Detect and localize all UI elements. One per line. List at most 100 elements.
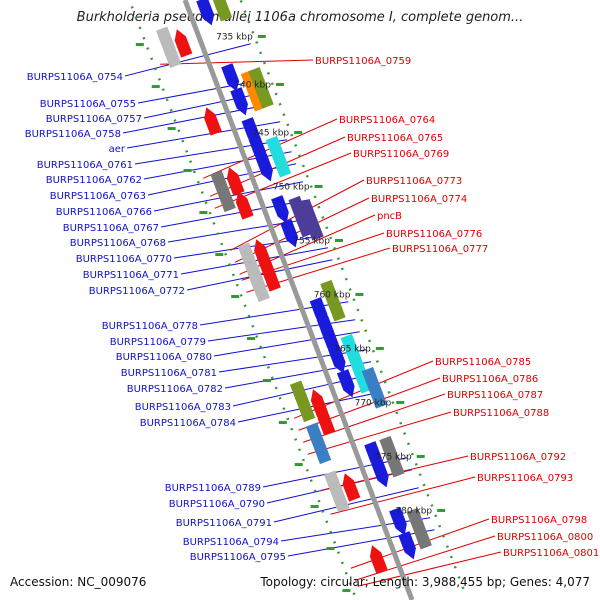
gene-label-left[interactable]: BURPS1106A_0767 <box>63 223 159 234</box>
gene-arrow[interactable] <box>230 87 251 117</box>
gene-label-left[interactable]: BURPS1106A_0762 <box>46 175 142 186</box>
gene-label-left[interactable]: BURPS1106A_0771 <box>83 270 179 281</box>
gene-label-left[interactable]: BURPS1106A_0766 <box>56 207 152 218</box>
gene-arrow[interactable] <box>260 261 281 292</box>
gene-arrow[interactable] <box>271 195 292 225</box>
gene-feature[interactable] <box>265 135 292 178</box>
gene-feature[interactable] <box>289 380 316 423</box>
gene-label-right[interactable]: pncB <box>377 211 402 222</box>
gene-label-right[interactable]: BURPS1106A_0786 <box>442 374 538 385</box>
gene-feature[interactable] <box>327 345 349 375</box>
gene-block[interactable] <box>305 422 332 465</box>
gene-arrow[interactable] <box>370 459 392 489</box>
gene-arrow[interactable] <box>307 387 329 418</box>
gene-block[interactable] <box>361 367 388 409</box>
gene-block[interactable] <box>248 67 274 109</box>
gene-label-left[interactable]: BURPS1106A_0770 <box>76 254 172 265</box>
gene-label-right[interactable]: BURPS1106A_0788 <box>453 408 549 419</box>
gene-block[interactable] <box>265 135 292 178</box>
gene-label-left[interactable]: BURPS1106A_0782 <box>127 384 223 395</box>
gene-feature[interactable] <box>271 195 292 225</box>
gene-label-left[interactable]: BURPS1106A_0768 <box>70 238 166 249</box>
gene-label-right[interactable]: BURPS1106A_0765 <box>347 133 443 144</box>
gene-feature[interactable] <box>196 0 217 28</box>
gene-feature[interactable] <box>370 459 392 489</box>
gene-label-right[interactable]: BURPS1106A_0800 <box>497 532 593 543</box>
gene-feature[interactable] <box>156 26 182 69</box>
gene-label-left[interactable]: aer <box>109 144 126 155</box>
gene-feature[interactable] <box>201 105 222 136</box>
gene-block[interactable] <box>206 0 233 22</box>
gene-label-left[interactable]: BURPS1106A_0779 <box>110 337 206 348</box>
gene-feature[interactable] <box>336 369 358 399</box>
gene-label-left[interactable]: BURPS1106A_0763 <box>50 191 146 202</box>
gene-feature[interactable] <box>260 261 281 292</box>
gene-arrow[interactable] <box>314 405 336 436</box>
gene-arrow[interactable] <box>339 471 361 502</box>
gene-label-left[interactable]: BURPS1106A_0783 <box>135 402 231 413</box>
gene-feature[interactable] <box>314 405 336 436</box>
gene-block[interactable] <box>156 26 182 69</box>
gene-label-right[interactable]: BURPS1106A_0793 <box>477 473 573 484</box>
gene-label-right[interactable]: BURPS1106A_0764 <box>339 115 435 126</box>
gene-feature[interactable] <box>406 507 432 550</box>
gene-label-left[interactable]: BURPS1106A_0795 <box>190 552 286 563</box>
gene-arrow[interactable] <box>336 369 358 399</box>
gene-feature[interactable] <box>379 435 405 478</box>
gene-block[interactable] <box>244 260 270 303</box>
gene-feature[interactable] <box>305 422 332 465</box>
gene-arrow[interactable] <box>201 105 222 136</box>
gene-feature[interactable] <box>320 279 346 322</box>
gene-block[interactable] <box>210 170 236 213</box>
gene-arrow[interactable] <box>280 219 301 249</box>
gene-block[interactable] <box>298 199 324 241</box>
gene-label-left[interactable]: BURPS1106A_0790 <box>169 499 265 510</box>
gene-label-right[interactable]: BURPS1106A_0777 <box>392 244 488 255</box>
gene-block[interactable] <box>406 507 432 550</box>
gene-label-right[interactable]: BURPS1106A_0801 <box>503 548 599 559</box>
gene-feature[interactable] <box>323 470 350 513</box>
gene-feature[interactable] <box>230 87 251 117</box>
gene-label-right[interactable]: BURPS1106A_0798 <box>491 515 587 526</box>
gene-arrow[interactable] <box>171 27 193 58</box>
gene-label-left[interactable]: BURPS1106A_0781 <box>121 368 217 379</box>
gene-feature[interactable] <box>366 543 388 574</box>
gene-feature[interactable] <box>361 367 388 409</box>
gene-label-left[interactable]: BURPS1106A_0761 <box>37 160 133 171</box>
gene-feature[interactable] <box>248 67 274 109</box>
gene-label-right[interactable]: BURPS1106A_0774 <box>371 194 467 205</box>
gene-label-left[interactable]: BURPS1106A_0757 <box>46 114 142 125</box>
gene-label-left[interactable]: BURPS1106A_0772 <box>89 286 185 297</box>
gene-label-left[interactable]: BURPS1106A_0794 <box>183 537 279 548</box>
gene-feature[interactable] <box>244 260 270 303</box>
gene-feature[interactable] <box>280 219 301 249</box>
gene-label-left[interactable]: BURPS1106A_0755 <box>40 99 136 110</box>
gene-block[interactable] <box>323 470 350 513</box>
gene-label-right[interactable]: BURPS1106A_0769 <box>353 149 449 160</box>
gene-arrow[interactable] <box>233 189 254 220</box>
gene-arrow[interactable] <box>223 165 245 196</box>
gene-feature[interactable] <box>206 0 233 22</box>
gene-label-left[interactable]: BURPS1106A_0784 <box>140 418 236 429</box>
gene-label-left[interactable]: BURPS1106A_0791 <box>176 518 272 529</box>
gene-label-right[interactable]: BURPS1106A_0792 <box>470 452 566 463</box>
gene-label-right[interactable]: BURPS1106A_0759 <box>315 56 411 67</box>
gene-label-left[interactable]: BURPS1106A_0780 <box>116 352 212 363</box>
gene-arrow[interactable] <box>255 153 276 183</box>
gene-block[interactable] <box>320 279 346 322</box>
gene-label-right[interactable]: BURPS1106A_0776 <box>386 229 482 240</box>
gene-feature[interactable] <box>171 27 193 58</box>
gene-label-right[interactable]: BURPS1106A_0787 <box>447 390 543 401</box>
gene-label-left[interactable]: BURPS1106A_0754 <box>27 72 123 83</box>
gene-label-right[interactable]: BURPS1106A_0785 <box>435 357 531 368</box>
gene-label-left[interactable]: BURPS1106A_0789 <box>165 483 261 494</box>
gene-feature[interactable] <box>223 165 245 196</box>
gene-feature[interactable] <box>389 507 410 537</box>
gene-block[interactable] <box>379 435 405 478</box>
gene-arrow[interactable] <box>389 507 410 537</box>
gene-feature[interactable] <box>221 63 242 93</box>
gene-block[interactable] <box>289 380 316 423</box>
gene-arrow[interactable] <box>196 0 217 28</box>
gene-label-left[interactable]: BURPS1106A_0778 <box>102 321 198 332</box>
gene-feature[interactable] <box>298 199 324 241</box>
